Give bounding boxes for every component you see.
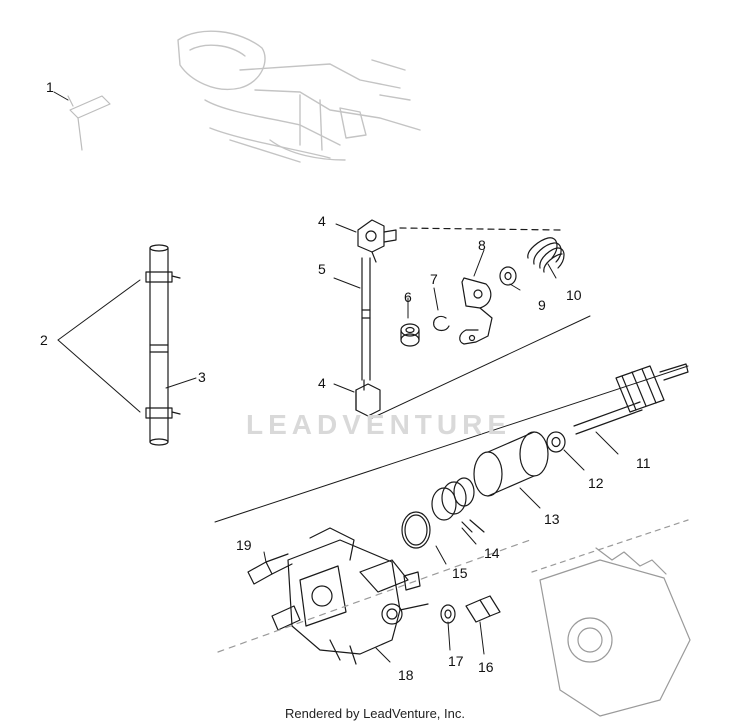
- part-6-bushing: [400, 323, 420, 347]
- callout-1: 1: [46, 79, 54, 95]
- callout-7: 7: [430, 271, 438, 287]
- part-8-bracket: [459, 277, 493, 345]
- part-11-gear-shaft: [573, 363, 689, 435]
- engine-case-sketch: [217, 519, 691, 717]
- part-19-bolt: [247, 553, 293, 585]
- watermark-text: LEADVENTURE: [246, 409, 512, 440]
- callout-14: 14: [484, 545, 500, 561]
- part-3-hose: [149, 244, 169, 446]
- part-4-rod-end-lower: [355, 379, 381, 417]
- callout-6: 6: [404, 289, 412, 305]
- part-7-clip: [433, 315, 450, 332]
- part-4-rod-end-upper: [357, 219, 397, 263]
- callout-11: 11: [636, 455, 651, 471]
- callout-15: 15: [452, 565, 468, 581]
- callout-5: 5: [318, 261, 326, 277]
- pump-axis-line: [214, 365, 689, 523]
- part-15-oring: [401, 511, 431, 549]
- callout-13: 13: [544, 511, 560, 527]
- callout-16: 16: [478, 659, 494, 675]
- part-2-clamp-lower: [145, 407, 181, 419]
- leader-lines: [53, 91, 619, 663]
- part-1-bolt: [67, 95, 111, 151]
- part-13-cylinder: [473, 431, 549, 497]
- callout-9: 9: [538, 297, 546, 313]
- part-12-washer: [546, 431, 566, 453]
- background-engine-sketch: [177, 30, 421, 163]
- callout-8: 8: [478, 237, 486, 253]
- callout-17: 17: [448, 653, 464, 669]
- callout-2: 2: [40, 332, 48, 348]
- callout-12: 12: [588, 475, 604, 491]
- callout-10: 10: [566, 287, 582, 303]
- part-16-fitting: [465, 595, 501, 623]
- callout-4-lower: 4: [318, 375, 326, 391]
- callout-19: 19: [236, 537, 252, 553]
- part-10-spring: [527, 237, 565, 273]
- callout-3: 3: [198, 369, 206, 385]
- shift-centerline: [399, 227, 561, 231]
- footer-credit: Rendered by LeadVenture, Inc.: [285, 706, 465, 721]
- callout-18: 18: [398, 667, 414, 683]
- part-2-clamp-upper: [145, 271, 181, 283]
- part-18-pump-body: [271, 527, 429, 665]
- part-14-springs: [431, 477, 485, 533]
- part-5-shift-rod: [361, 257, 371, 381]
- callout-4-upper: 4: [318, 213, 326, 229]
- part-9-washer: [499, 266, 517, 286]
- shift-mount-line: [371, 315, 591, 419]
- part-17-washer: [440, 604, 456, 624]
